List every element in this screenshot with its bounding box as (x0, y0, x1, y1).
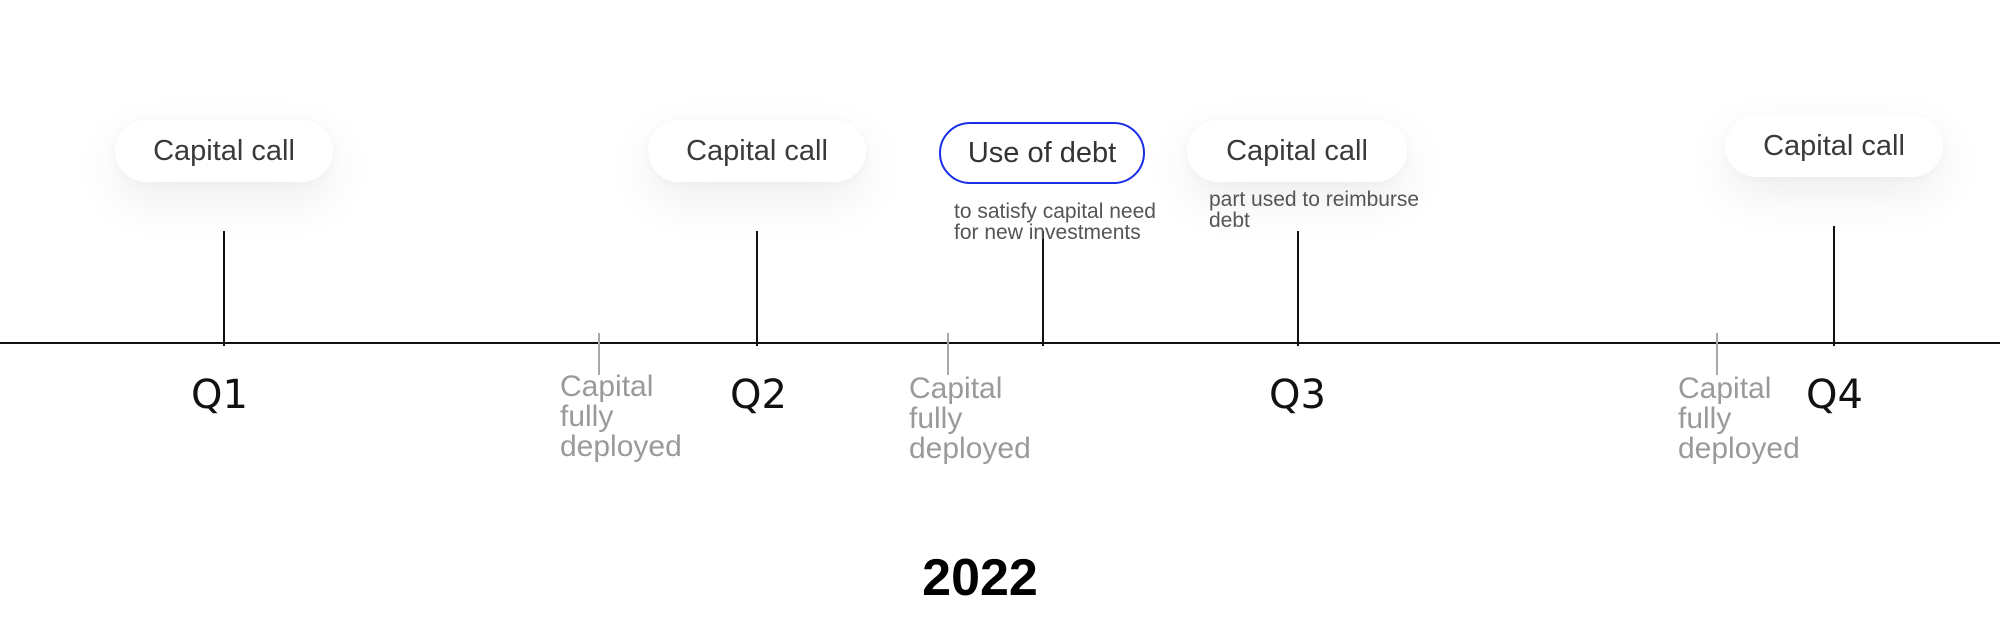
milestone-label-line: Capital (909, 372, 1003, 405)
milestone-label-line: deployed (909, 432, 1031, 465)
milestone-label-line: fully (1678, 402, 1732, 435)
timeline-axis (0, 342, 2000, 344)
event-tick-q4 (1833, 226, 1835, 346)
event-tick-q1 (223, 231, 225, 346)
event-tick-debt (1042, 231, 1044, 346)
milestone-label-line: deployed (560, 430, 682, 463)
quarter-label-q3: Q3 (1269, 372, 1326, 418)
event-capital-call-q2: Capital call (648, 120, 866, 182)
quarter-label-q2: Q2 (730, 372, 787, 418)
milestone-tick-2 (947, 333, 949, 375)
milestone-label-line: fully (909, 402, 963, 435)
event-capital-call-q3: Capital call (1187, 120, 1407, 182)
event-tick-q3 (1297, 231, 1299, 346)
milestone-tick-3 (1716, 333, 1718, 375)
quarter-label-q4: Q4 (1806, 372, 1863, 418)
milestone-label-line: fully (560, 400, 614, 433)
event-tick-q2 (756, 231, 758, 346)
event-use-of-debt: Use of debt (939, 122, 1145, 184)
year-label: 2022 (922, 549, 1038, 607)
milestone-capital-fully-deployed-1: Capital fully deployed (560, 372, 720, 462)
milestone-label-line: Capital (1678, 372, 1772, 405)
milestone-capital-fully-deployed-2: Capital fully deployed (909, 374, 1069, 464)
event-capital-call-q4: Capital call (1725, 115, 1943, 177)
milestone-label-line: deployed (1678, 432, 1800, 465)
milestone-tick-1 (598, 333, 600, 375)
milestone-label-line: Capital (560, 370, 654, 403)
quarter-label-q1: Q1 (191, 372, 248, 418)
note-use-of-debt: to satisfy capital need for new investme… (954, 200, 1156, 244)
milestone-capital-fully-deployed-3: Capital fully deployed (1678, 374, 1838, 464)
event-capital-call-q1: Capital call (115, 120, 333, 182)
note-capital-call-q3: part used to reimburse debt (1209, 188, 1420, 232)
